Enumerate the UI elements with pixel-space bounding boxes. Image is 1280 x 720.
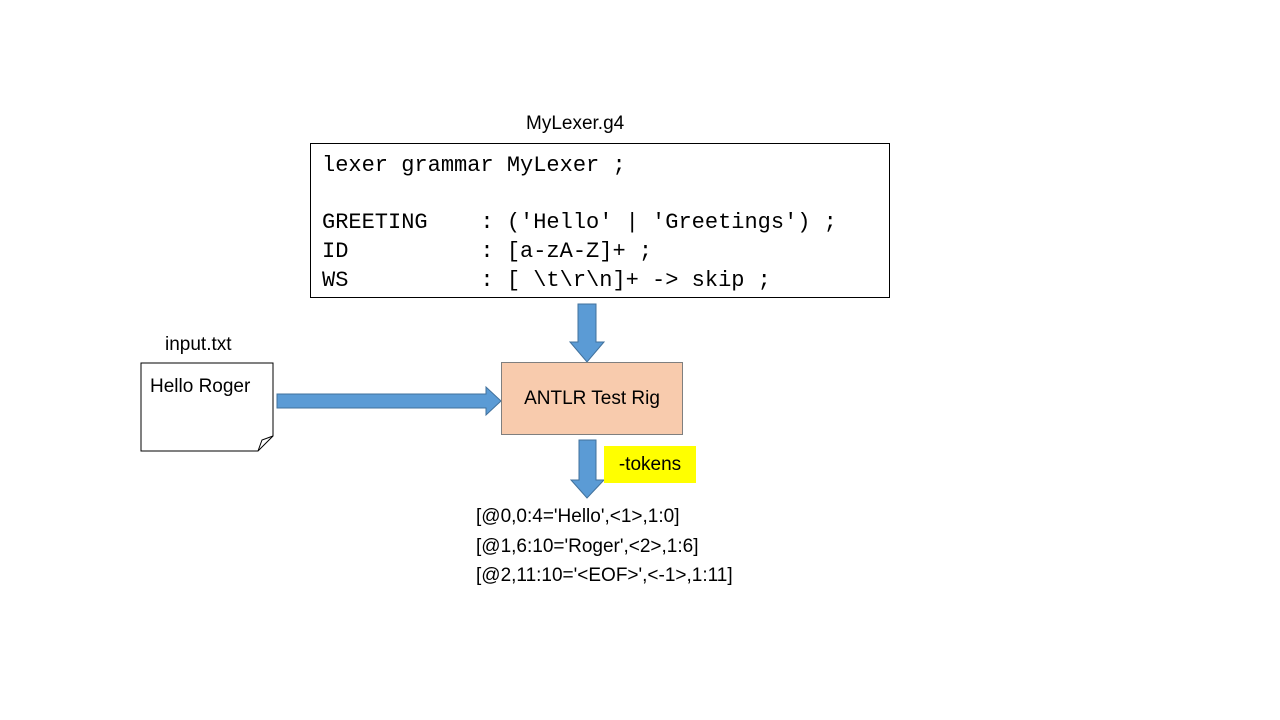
input-document-icon	[140, 362, 274, 452]
test-rig-box: ANTLR Test Rig	[501, 362, 683, 435]
token-line: [@2,11:10='<EOF>',<-1>,1:11]	[476, 565, 733, 586]
tokens-flag-box: -tokens	[604, 446, 696, 483]
grammar-to-rig-arrow	[568, 303, 606, 363]
grammar-filename: MyLexer.g4	[526, 113, 625, 134]
token-line: [@0,0:4='Hello',<1>,1:0]	[476, 506, 680, 527]
rig-to-output-arrow	[569, 439, 606, 499]
token-line: [@1,6:10='Roger',<2>,1:6]	[476, 535, 699, 557]
grammar-code-box: lexer grammar MyLexer ; GREETING : ('Hel…	[310, 143, 890, 298]
tokens-flag-label: -tokens	[618, 453, 682, 475]
grammar-code: lexer grammar MyLexer ; GREETING : ('Hel…	[322, 153, 837, 293]
token-output: [@0,0:4='Hello',<1>,1:0] [@1,6:10='Roger…	[476, 502, 733, 591]
input-to-rig-arrow	[276, 385, 502, 417]
test-rig-label: ANTLR Test Rig	[524, 387, 660, 409]
input-filename: input.txt	[165, 334, 232, 355]
input-content: Hello Roger	[150, 376, 251, 397]
